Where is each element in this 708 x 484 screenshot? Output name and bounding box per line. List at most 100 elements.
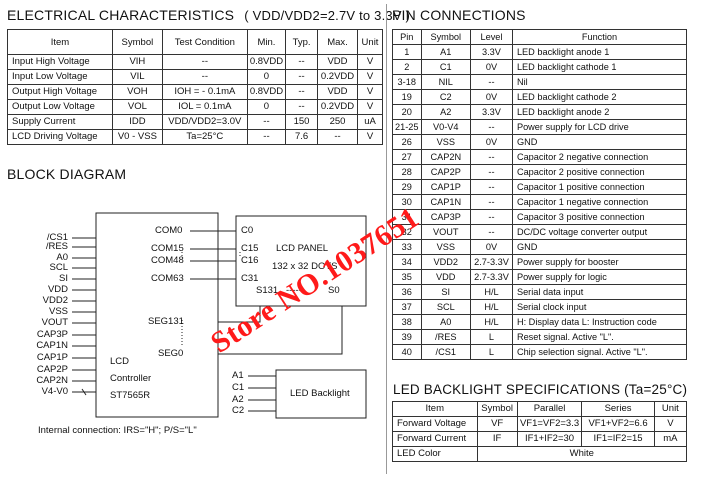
pin-cell: A1 [420,44,472,60]
pin-cell: 39 [392,329,422,345]
signal-vss: VSS [48,306,68,317]
pin-cell: 3.3V [470,44,513,60]
panel-dots: 132 x 32 DOTS [272,261,338,272]
electrical-cell: 250 [317,114,358,130]
pin-cell: VOUT [420,224,472,240]
signal-a0: A0 [56,252,68,263]
pin-cell: 19 [392,89,422,105]
led-color-value: White [476,446,688,462]
electrical-cell: 7.6 [285,129,319,145]
pin-com48: COM48 [151,255,184,266]
signal-scl: SCL [49,262,68,273]
controller-box [95,212,219,418]
electrical-cell: Output Low Voltage [7,99,113,115]
pin-cell: NIL [420,74,472,90]
controller-label-lcd: LCD [110,356,130,367]
pin-c31: C31 [241,273,259,284]
electrical-header-cell: Symbol [111,29,163,55]
pin-cell: SCL [420,299,472,315]
pin-cell: CAP2P [420,164,472,180]
pin-cell: -- [470,74,513,90]
pin-cell: C2 [420,89,472,105]
led-cell: IF1+IF2=30 [516,431,583,447]
led-header-cell: Unit [653,401,688,417]
led-cell: IF1=IF2=15 [581,431,655,447]
pin-cell: CAP3P [420,209,472,225]
pin-cell: VSS [420,239,472,255]
electrical-header-cell: Unit [357,29,383,55]
pin-cell: L [470,329,513,345]
signal-cap2n: CAP2N [36,375,68,386]
signal-vdd2: VDD2 [42,295,68,306]
pin-cell: SI [420,284,472,300]
signal-si: SI [59,273,68,284]
electrical-cell: V [357,84,383,100]
electrical-cell: VDD/VDD2=3.0V [161,114,248,130]
pin-cell: -- [470,164,513,180]
pin-cell: 2.7-3.3V [470,269,513,285]
signal-vout: VOUT [41,317,68,328]
electrical-cell: Output High Voltage [7,84,113,100]
pin-cell: 36 [392,284,422,300]
pin-cell: 34 [392,254,422,270]
electrical-cell: IOL = 0.1mA [161,99,248,115]
pin-cell: VDD [420,269,472,285]
block-diagram: /CS1 /RES A0 SCL SI VDD VDD2 VSS VOUT CA… [0,185,390,445]
pin-cell: A2 [420,104,472,120]
pin-cell: 3.3V [470,104,513,120]
led-cell: mA [653,431,688,447]
pin-cell: CAP2N [420,149,472,165]
pin-cell: Serial data input [511,284,688,300]
controller-label-controller: Controller [110,373,152,384]
electrical-cell: Ta=25°C [161,129,248,145]
pin-cell: Power supply for booster [511,254,688,270]
signal-cap1p: CAP1P [36,352,68,363]
pin-cell: LED backlight cathode 2 [511,89,688,105]
panel-label: LCD PANEL [276,243,329,254]
pin-cell: 35 [392,269,422,285]
pin-cell: 28 [392,164,422,180]
electrical-condition: ( VDD/VDD2=2.7V to 3.3V ) [244,8,411,23]
pin-cell: -- [470,224,513,240]
electrical-cell: 0.8VDD [246,54,287,70]
electrical-cell: -- [317,129,358,145]
pin-cell: 0V [470,59,513,75]
pin-header-cell: Pin [392,29,422,45]
led-cell: Forward Current [392,431,478,447]
pin-cell: Capacitor 2 positive connection [511,164,688,180]
column-divider [386,4,387,474]
pin-cell: 26 [392,134,422,150]
pin-cell: Capacitor 3 positive connection [511,209,688,225]
pin-cell: C1 [420,59,472,75]
signal-cap2p: CAP2P [36,364,68,375]
electrical-cell: VDD [317,54,358,70]
electrical-cell: -- [246,129,287,145]
electrical-cell: VOH [111,84,163,100]
electrical-cell: V [357,69,383,85]
pin-s131: S131 [256,285,279,296]
backlight-box [275,369,367,419]
pin-cell: 0V [470,89,513,105]
electrical-cell: 0 [246,99,287,115]
electrical-cell: -- [285,69,319,85]
pin-cell: 29 [392,179,422,195]
led-header-cell: Parallel [516,401,583,417]
pin-cell: LED backlight anode 1 [511,44,688,60]
electrical-cell: V [357,54,383,70]
pin-cell: Power supply for LCD drive [511,119,688,135]
pin-cell: LED backlight anode 2 [511,104,688,120]
electrical-cell: Input High Voltage [7,54,113,70]
